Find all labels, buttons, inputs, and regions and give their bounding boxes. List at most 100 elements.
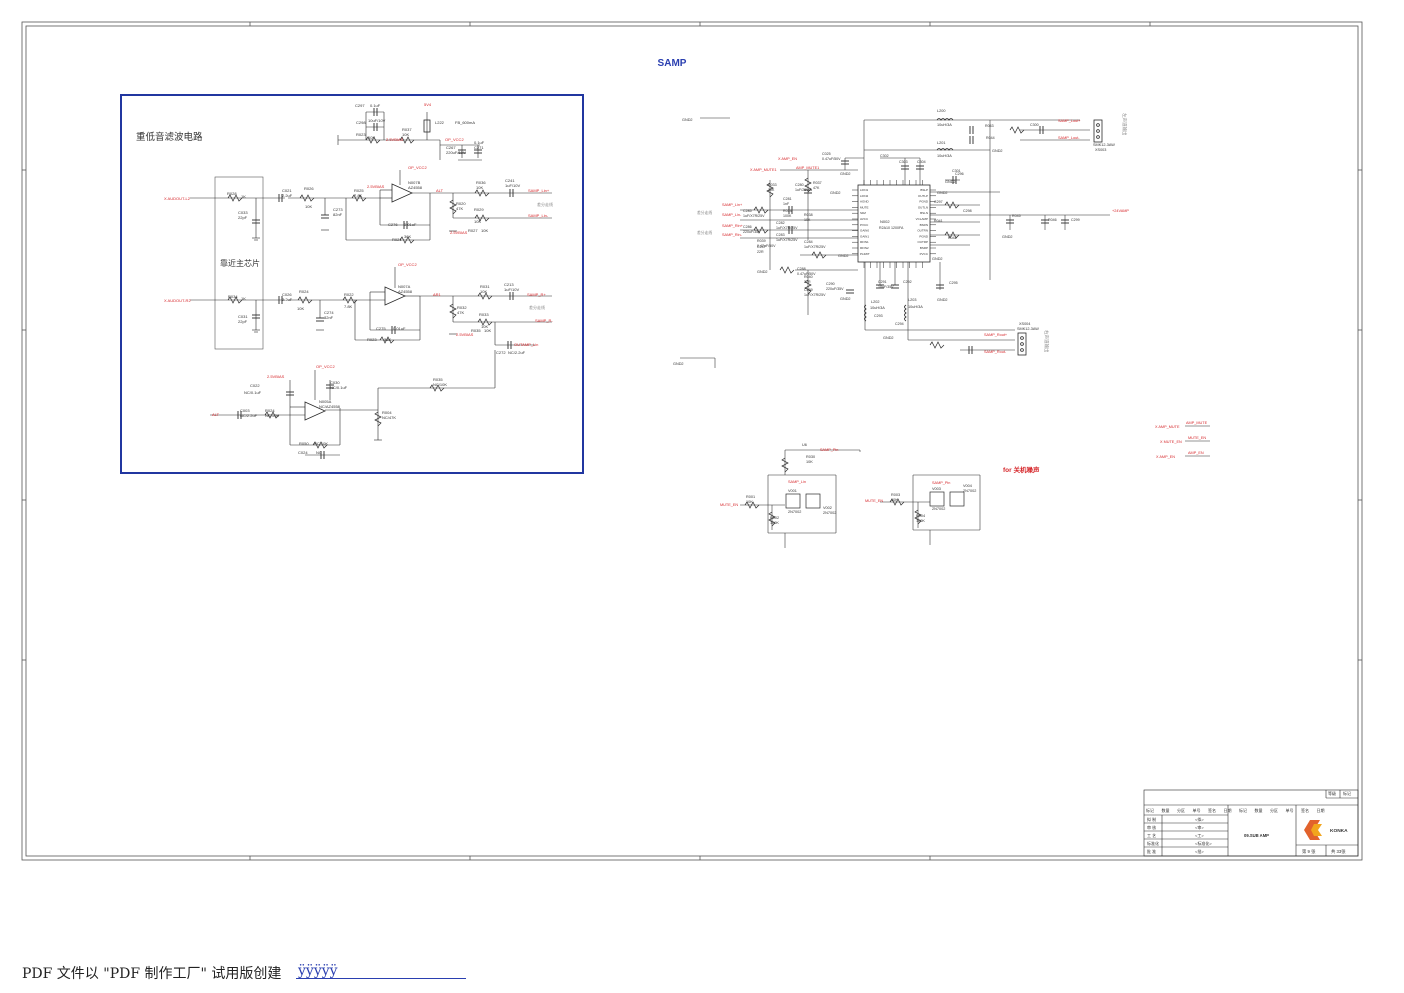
label-l22: L222	[435, 120, 445, 125]
mute-q2v: 2N7002	[823, 511, 836, 515]
mute-r2: R002	[770, 516, 779, 520]
amp-part-value: 0.47uF/50V	[757, 244, 776, 248]
label-spk1: XS003	[1095, 148, 1106, 152]
company-name: KONKA	[1330, 828, 1348, 834]
label-u1: N007B	[408, 180, 421, 185]
amp-part-ref: R044	[986, 136, 995, 140]
label-r50: R050	[299, 441, 309, 446]
label-c72v: NC/2.2uF	[508, 350, 526, 355]
mute-mosfets	[744, 457, 965, 527]
label-c76v: 0.01uF	[404, 222, 417, 227]
label-c73v: 82nF	[333, 212, 343, 217]
net-gnd-k: GND2	[840, 297, 851, 301]
net-sr: SAMP_Rout+	[984, 333, 1008, 337]
label-vbias: 2.5VBIAS	[386, 137, 404, 142]
amp-part-ref: R043	[985, 124, 994, 128]
chip-pin-name-left: AVCC	[860, 217, 869, 221]
chip-pin-name-right: BSLN	[920, 211, 928, 215]
amp-part-ref: R045	[1012, 214, 1021, 218]
inductor-l222	[423, 119, 431, 133]
amp-part-ref: C289	[804, 288, 813, 292]
label-r04: R004	[382, 410, 392, 415]
label-r28: R028	[227, 191, 237, 196]
label-vbias3: 2.5VBIAS	[450, 230, 468, 235]
label-r23: R023	[367, 337, 377, 342]
chip-pin-name-left: GAIN0	[860, 229, 869, 233]
amp-chip	[857, 184, 931, 263]
amp-part-ref: R046	[1048, 218, 1057, 222]
label-c21: C021	[282, 188, 292, 193]
amp-part-ref: C295	[949, 281, 958, 285]
mute-r3v: 10K	[891, 498, 898, 502]
net-gnd-i: GND2	[937, 298, 948, 302]
page-title: SAMP	[658, 58, 687, 69]
amp-part-ref: C281	[783, 197, 792, 201]
subwoofer-capacitors	[237, 108, 514, 459]
title-block-header: 日期	[1317, 807, 1325, 813]
subwoofer-labels: X AUDOUT-L2 X AUDOUT-R2 C297 0.1uF C298 …	[164, 102, 553, 455]
side-amp-en-net: AMP_EN	[1188, 451, 1204, 455]
amp-part-value: 220uF/35V	[743, 230, 761, 234]
net-rin2: SAMP_Rin-	[722, 233, 743, 237]
label-r2av: 10K	[368, 135, 375, 140]
chip-pin-name-right: VCLAMP	[916, 217, 928, 221]
amp-part-value: 100K	[783, 214, 792, 218]
label-r29: R029	[474, 207, 484, 212]
label-l20: L200	[937, 109, 945, 113]
net-gnd-d: GND2	[830, 191, 841, 195]
near-chip-box	[214, 176, 264, 350]
amplifier-section: N002 R2A10 1200FA LFIN1LFIN2AGNDMUTESDZA…	[673, 109, 1129, 368]
label-c75v: 0.01uF	[393, 326, 406, 331]
label-r36v: 10K	[476, 185, 483, 190]
amp-part-ref: C283	[776, 233, 785, 237]
mute-r4: R004	[916, 514, 925, 518]
title-block-rank: 等级	[1328, 790, 1336, 796]
amp-part-value: 1uF/X7R/25V	[776, 238, 798, 242]
amp-part-ref: C286	[743, 225, 752, 229]
subwoofer-grounds	[252, 135, 482, 441]
label-r24: R024	[299, 289, 309, 294]
mute-r1v: 10K	[746, 500, 753, 504]
mute-pw3: SAMP_Pin	[932, 481, 950, 485]
amp-chip-model: R2A10 1200FA	[879, 226, 904, 230]
chip-pin-name-right: BSRP	[920, 246, 928, 250]
label-r33: R033	[479, 312, 489, 317]
label-u2: N007A	[398, 284, 411, 289]
chip-pin-name-right: PGND	[919, 200, 929, 204]
mute-q4v: 2N7002	[963, 489, 976, 493]
label-c30: C030	[330, 380, 340, 385]
amp-part-value: 22R	[804, 280, 811, 284]
label-c26: C267	[446, 145, 456, 150]
near-chip-label: 靠近主芯片	[220, 258, 260, 268]
amp-part-value: 1nF	[783, 202, 790, 206]
chip-pin-name-right: PGND	[919, 234, 929, 238]
amp-part-ref: C282	[776, 221, 785, 225]
label-u1v: AZ4558	[408, 185, 423, 190]
mute-u6: U6	[802, 443, 807, 447]
mute-q4: V004	[963, 484, 972, 488]
title-block-header: 单号	[1286, 807, 1294, 813]
chip-pin-name-left: LFIN2	[860, 194, 869, 198]
label-c75: C275	[376, 326, 386, 331]
subwoofer-resistors	[227, 136, 493, 449]
amp-part-ref: C301	[952, 169, 961, 173]
label-l23: L203	[908, 298, 916, 302]
label-c41v: 1uF/10V	[505, 183, 520, 188]
amp-part-ref: C299	[1071, 218, 1080, 222]
label-r54v: NC/10K	[265, 413, 279, 418]
amp-pin-names-left: LFIN1LFIN2AGNDMUTESDZAVCCPVCCGAIN0GAIN1R…	[860, 188, 870, 256]
chip-pin-name-right: OUTRN	[917, 229, 928, 233]
label-c13v: 1uF/10V	[504, 287, 519, 292]
label-c73: C273	[333, 207, 343, 212]
label-outamp: OUTAMP_Lin	[514, 342, 538, 347]
label-r25: R025	[354, 188, 364, 193]
subwoofer-heading: 重低音滤波电路	[136, 131, 203, 143]
label-c24: C024	[298, 450, 308, 455]
label-r54: R024	[265, 408, 275, 413]
pdf-factory-link[interactable]: ÿÿÿÿÿ	[298, 963, 338, 979]
chip-pin-name-left: LFIN1	[860, 188, 869, 192]
label-r33v: 10K	[481, 324, 488, 329]
title-block-role: 审 核	[1147, 824, 1156, 830]
net-sl: SAMP_Lout+	[1058, 119, 1081, 123]
subwoofer-opamps	[304, 183, 413, 421]
